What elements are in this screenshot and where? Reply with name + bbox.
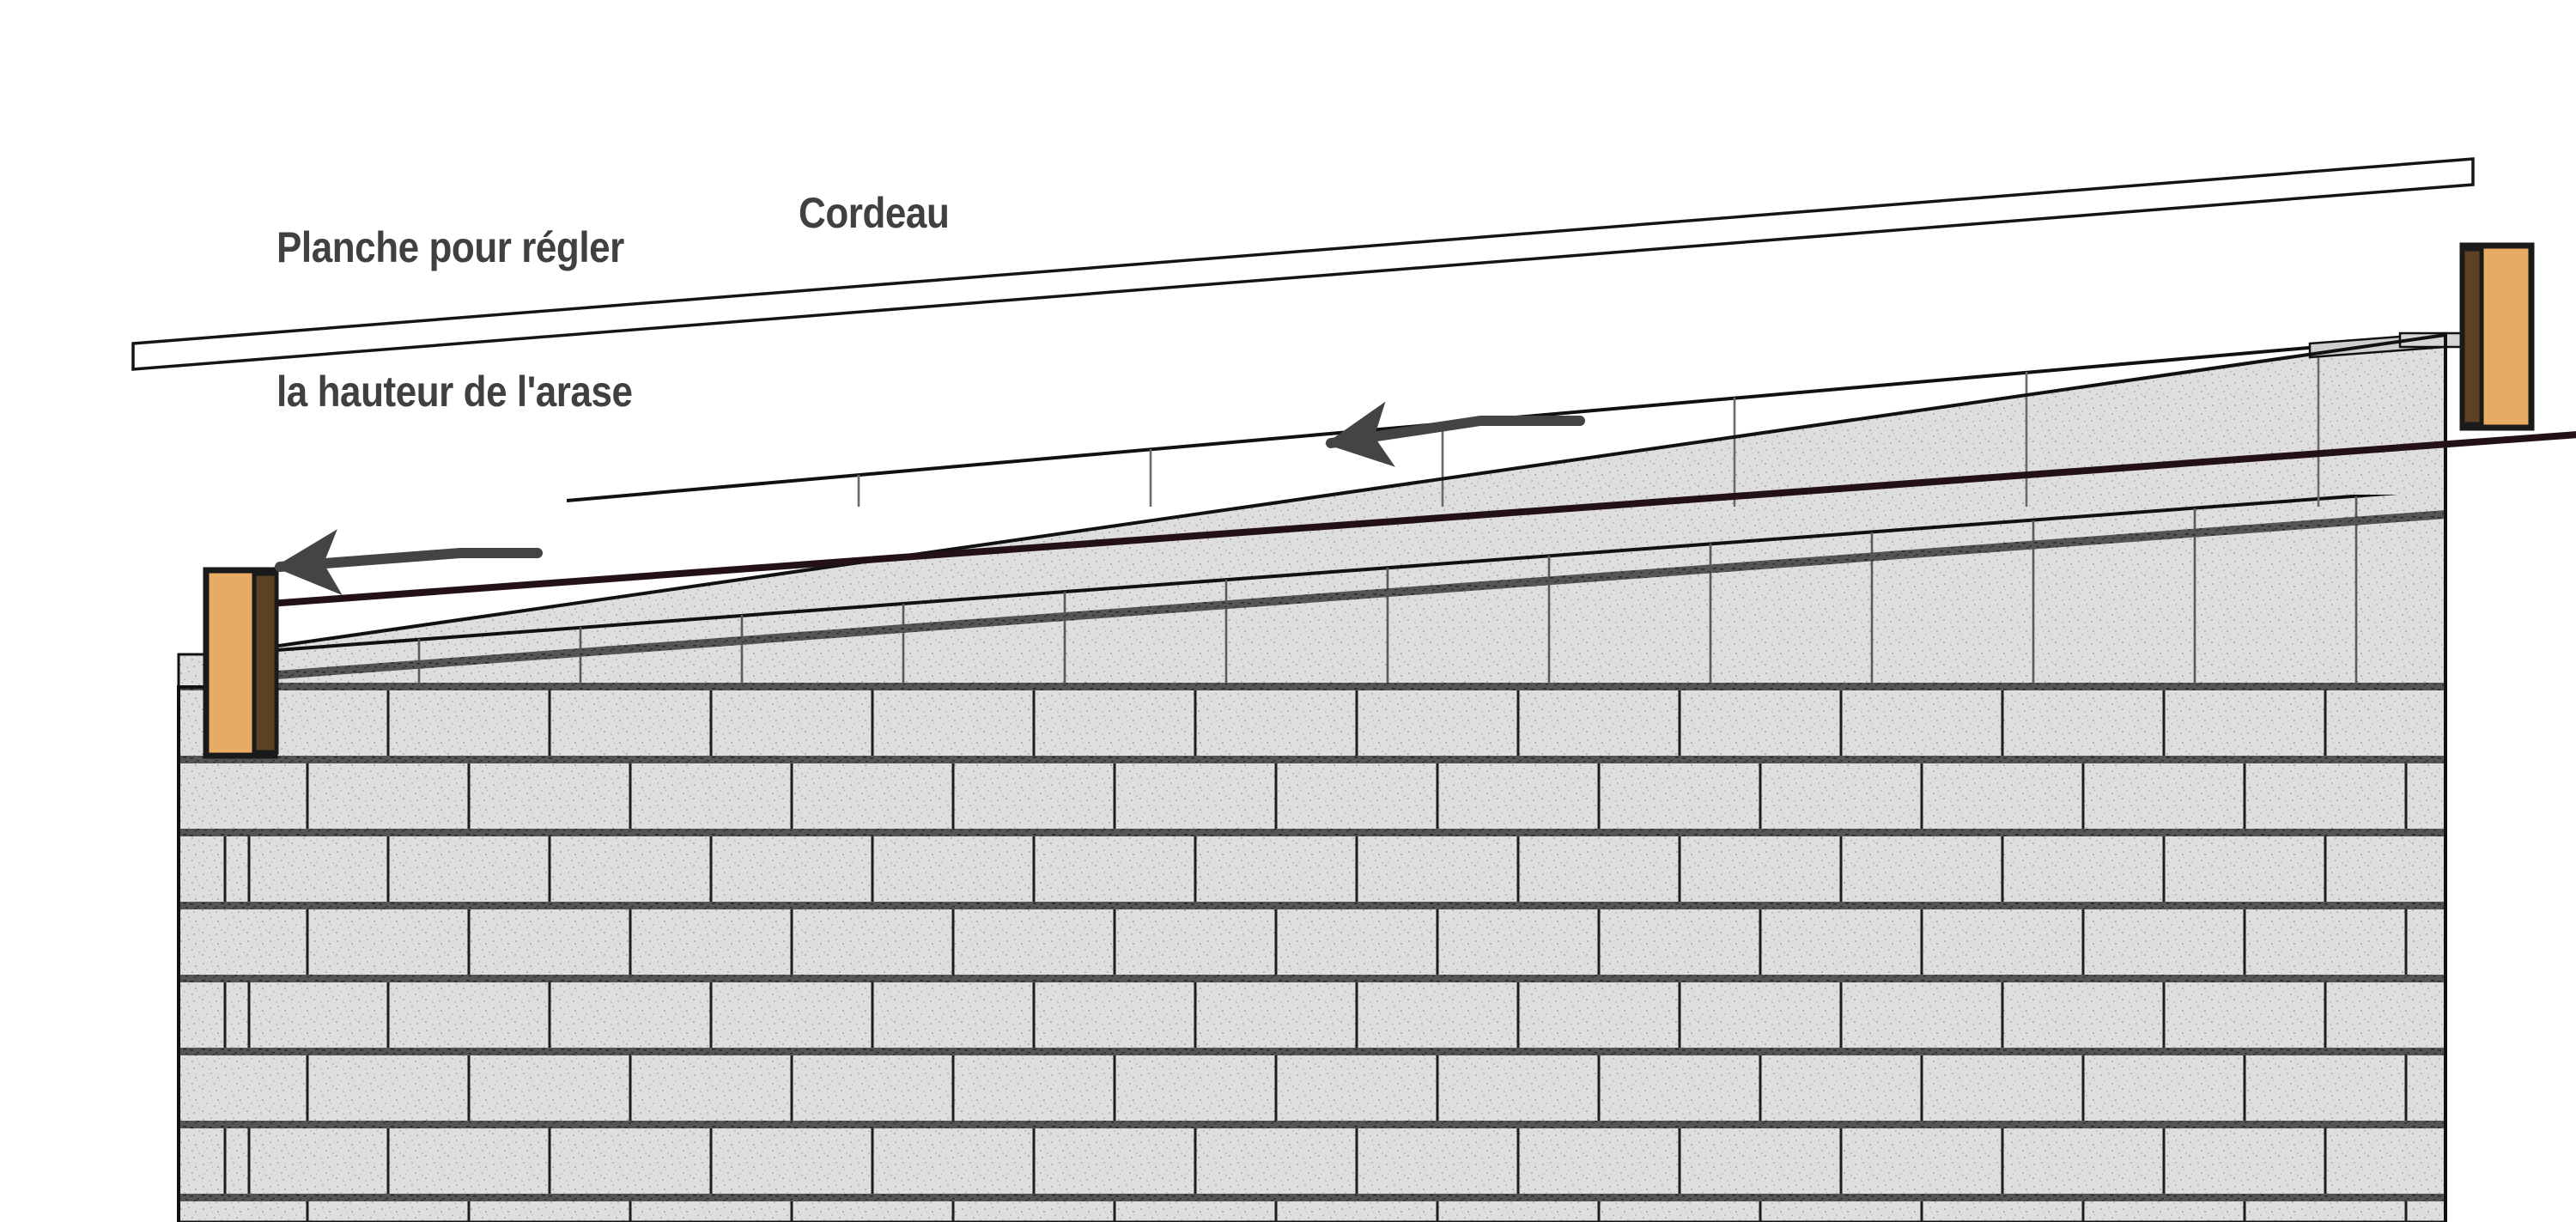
head-joints-course-5 [223,982,2327,1048]
head-joints-course-7 [223,1128,2327,1194]
label-planche: Planche pour régler la hauteur de l'aras… [276,127,633,512]
head-joints-course-3 [223,836,2327,902]
label-cordeau-line1: Cordeau [799,189,950,237]
mortar-bed-joints [179,683,2445,1201]
head-joints-course-6 [306,1055,2408,1121]
label-cordeau: Cordeau [799,93,950,333]
head-joints-course-2 [306,763,2408,829]
left-wooden-board [203,567,279,759]
head-joints-course-4 [306,909,2408,975]
string-line [257,431,2576,608]
setting-out-plank [131,157,2475,371]
right-wooden-board [2459,242,2535,431]
label-planche-line1: Planche pour régler [276,223,624,271]
sloped-bed-joints [219,510,2445,684]
label-planche-line2: la hauteur de l'arase [276,368,633,416]
head-joints-course-8 [306,1201,2408,1222]
cordeau-leader-line [1325,401,1585,467]
planche-leader-line [274,529,543,596]
